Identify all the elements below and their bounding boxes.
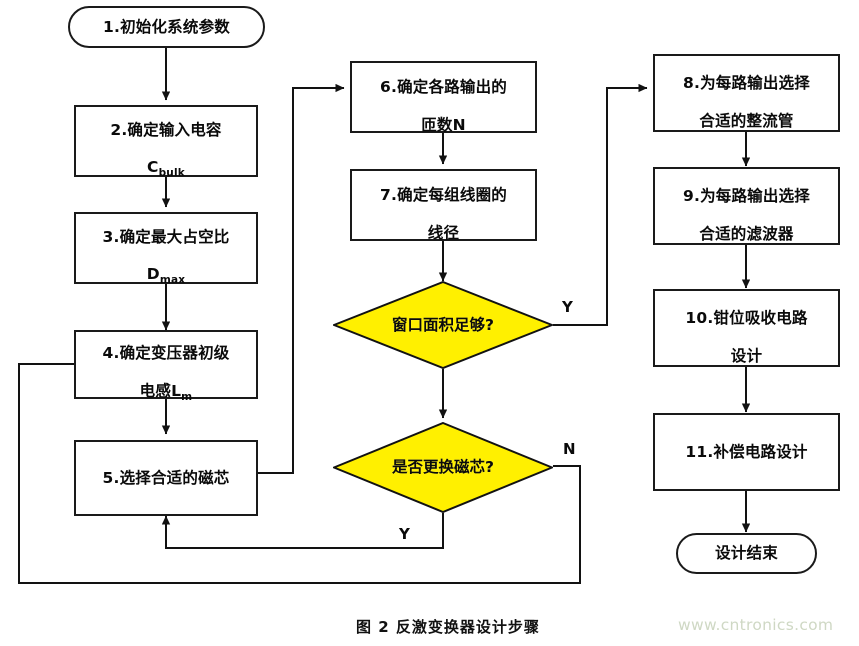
node-step3-label: 3.确定最大占空比 Dmax: [103, 209, 230, 288]
edge-decision2-step4: [18, 359, 581, 584]
node-step3[interactable]: 3.确定最大占空比 Dmax: [74, 212, 258, 287]
node-step7[interactable]: 7.确定每组线圈的 线径: [350, 167, 537, 243]
node-step7-line2: 线径: [427, 223, 460, 242]
node-step6-line1: 6.确定各路输出的: [380, 78, 507, 97]
node-step8-line1: 8.为每路输出选择: [683, 74, 810, 93]
edge-label-decision1-yes: Y: [562, 298, 573, 316]
node-decision-window-area[interactable]: 窗口面积足够?: [333, 281, 553, 369]
node-step3-line2: D: [146, 265, 160, 284]
node-step5-label: 5.选择合适的磁芯: [102, 468, 230, 487]
node-step9[interactable]: 9.为每路输出选择 合适的滤波器: [653, 167, 840, 245]
node-end-label: 设计结束: [715, 544, 778, 563]
node-step9-line2: 合适的滤波器: [699, 224, 794, 243]
node-step7-label: 7.确定每组线圈的 线径: [380, 167, 507, 243]
node-step6-line2: 匝数N: [421, 115, 466, 134]
node-decision-replace-core[interactable]: 是否更换磁芯?: [333, 422, 553, 513]
node-step10[interactable]: 10.钳位吸收电路 设计: [653, 289, 840, 367]
node-step11[interactable]: 11.补偿电路设计: [653, 413, 840, 491]
edge-label-decision2-no: N: [563, 440, 576, 458]
node-step2-subscript: bulk: [158, 167, 185, 180]
node-step11-label: 11.补偿电路设计: [685, 442, 808, 461]
node-step6-label: 6.确定各路输出的 匝数N: [380, 59, 507, 135]
node-step10-label: 10.钳位吸收电路 设计: [685, 290, 807, 366]
edge-decision2-step5: [161, 513, 444, 549]
figure-caption: 图 2 反激变换器设计步骤: [356, 618, 540, 636]
node-step10-line1: 10.钳位吸收电路: [685, 309, 808, 328]
node-step10-line2: 设计: [730, 346, 763, 365]
node-step2-label: 2.确定输入电容 Cbulk: [110, 102, 221, 181]
node-step4[interactable]: 4.确定变压器初级 电感Lm: [74, 330, 258, 403]
node-step9-label: 9.为每路输出选择 合适的滤波器: [683, 168, 810, 244]
node-decision2-label: 是否更换磁芯?: [392, 458, 494, 477]
node-step4-subscript: m: [181, 391, 193, 404]
node-step4-line2: 电感L: [139, 381, 182, 400]
edge-step5-step6: [258, 83, 345, 474]
node-step4-line1: 4.确定变压器初级: [102, 344, 230, 363]
node-start-label: 1.初始化系统参数: [103, 17, 230, 36]
node-step8-label: 8.为每路输出选择 合适的整流管: [683, 55, 810, 131]
node-step5[interactable]: 5.选择合适的磁芯: [74, 440, 258, 516]
node-step8[interactable]: 8.为每路输出选择 合适的整流管: [653, 54, 840, 132]
node-step9-line1: 9.为每路输出选择: [683, 187, 810, 206]
node-decision1-label: 窗口面积足够?: [392, 315, 494, 334]
node-step2[interactable]: 2.确定输入电容 Cbulk: [74, 105, 258, 180]
edge-label-decision2-yes: Y: [399, 525, 410, 543]
edge-decision1-step8: [553, 83, 648, 326]
decision2-diamond-shape: [333, 422, 553, 513]
node-step3-subscript: max: [159, 274, 186, 287]
node-step8-line2: 合适的整流管: [699, 111, 794, 130]
node-step4-label: 4.确定变压器初级 电感Lm: [103, 325, 230, 404]
node-step6[interactable]: 6.确定各路输出的 匝数N: [350, 59, 537, 135]
node-end[interactable]: 设计结束: [676, 533, 817, 574]
node-step3-line1: 3.确定最大占空比: [102, 227, 230, 246]
decision1-diamond-shape: [333, 281, 553, 369]
node-step7-line1: 7.确定每组线圈的: [380, 186, 507, 205]
node-step2-line1: 2.确定输入电容: [110, 120, 222, 139]
node-start[interactable]: 1.初始化系统参数: [68, 6, 265, 48]
node-step2-line2: C: [147, 158, 159, 177]
site-watermark: www.cntronics.com: [678, 616, 834, 634]
